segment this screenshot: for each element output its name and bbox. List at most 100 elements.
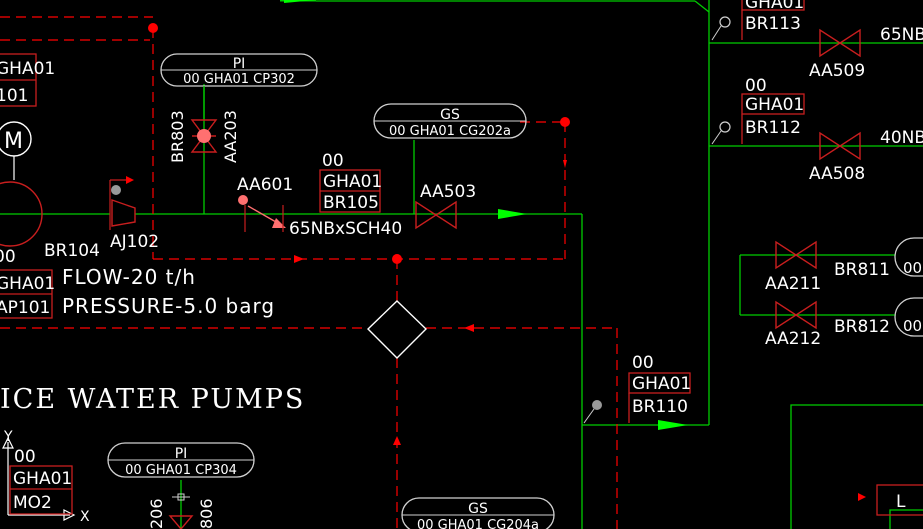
bubble-title: GS — [440, 107, 460, 123]
aa601-label: AA601 — [237, 175, 293, 195]
tag-text: GHA01 — [745, 0, 804, 13]
gate-valve-icon — [415, 200, 438, 230]
aa212-valve[interactable]: AA212 — [765, 300, 821, 349]
instrument-dot — [111, 185, 121, 195]
axis-label: Y — [3, 429, 13, 445]
tag-text: GHA01 — [745, 95, 804, 115]
svg-text:M: M — [4, 129, 23, 154]
motor-icon[interactable]: M 00 — [0, 121, 43, 267]
aa508-valve[interactable]: AA508 — [809, 131, 865, 184]
aa203-label: AA203 — [221, 110, 240, 163]
bubble-tag: 00 — [903, 317, 922, 335]
flow-arrow-top — [284, 0, 316, 3]
br811-label: BR811 — [834, 260, 890, 280]
gate-valve-icon — [819, 28, 842, 58]
tag-box-br110[interactable]: 00 GHA01 BR110 — [583, 353, 691, 424]
signal-lines — [0, 16, 618, 529]
gate-valve-icon — [819, 131, 842, 161]
tag-text: AP101 — [0, 298, 50, 318]
tag-text: 806 — [197, 498, 216, 529]
section-heading: ICE WATER PUMPS — [0, 384, 305, 415]
br104-label: BR104 — [44, 241, 100, 261]
right-bubble-a[interactable]: 00 — [894, 237, 923, 277]
tag-text: GHA01 — [0, 274, 55, 294]
aa503-valve[interactable]: AA503 — [415, 182, 476, 230]
aj102-label: AJ102 — [110, 232, 159, 252]
bubble-tag: 00 GHA01 CG204a — [417, 518, 539, 529]
tag-text: 206 — [147, 498, 166, 529]
aa601-valve[interactable]: AA601 — [237, 175, 293, 232]
tag-text: BR110 — [632, 397, 688, 417]
gs-bubble-cg202a[interactable]: GS 00 GHA01 CG202a — [373, 103, 527, 139]
bubble-title: PI — [233, 56, 246, 72]
junction-dot — [148, 23, 158, 33]
regulator-valve-icon — [111, 199, 136, 227]
axis-label: X — [80, 509, 90, 525]
diamond-instrument-icon[interactable] — [367, 300, 427, 359]
bubble-tag: 00 GHA01 CG202a — [389, 124, 511, 139]
tag-box-br112[interactable]: 00 GHA01 BR112 — [711, 76, 805, 145]
valve-indicator — [197, 129, 211, 143]
pipe-spec-label: 65NBxSCH40 — [289, 219, 402, 239]
tag-box-mo2[interactable]: 00 GHA01 MO2 — [9, 447, 73, 515]
instrument-dot — [592, 400, 602, 410]
bubble-tag: 00 GHA01 CP302 — [183, 72, 295, 87]
tag-text: 00 — [632, 353, 654, 373]
tag-text: L — [896, 492, 906, 512]
tag-text: GHA01 — [323, 172, 382, 192]
aa509-valve[interactable]: AA509 — [809, 28, 865, 81]
aa509-label: AA509 — [809, 61, 865, 81]
tag-text: MO2 — [13, 493, 52, 513]
tag-text: BR112 — [745, 118, 801, 138]
gs-bubble-cg204a[interactable]: GS 00 GHA01 CG204a — [401, 497, 555, 529]
bubble-title: GS — [468, 501, 488, 517]
tag-text: GHA01 — [0, 59, 55, 79]
bubble-tag: 00 GHA01 CP304 — [125, 463, 237, 478]
junction-dot — [392, 254, 402, 264]
aa212-label: AA212 — [765, 329, 821, 349]
aa211-valve[interactable]: AA211 — [765, 240, 821, 294]
br812-label: BR812 — [834, 317, 890, 337]
bottom-valve[interactable]: 206 806 — [147, 493, 216, 529]
tag-box-br113[interactable]: GHA01 BR113 — [711, 0, 805, 41]
tag-text: 00 — [14, 447, 36, 467]
bubble-tag: 00 — [903, 259, 922, 277]
motor-00-label: 00 — [0, 247, 16, 267]
flow-arrows — [284, 0, 688, 430]
tag-text: 00 — [322, 151, 344, 171]
tag-text: 101 — [0, 86, 28, 106]
tag-text: 00 — [745, 76, 767, 96]
bubble-title: PI — [175, 446, 188, 462]
tag-text: BR113 — [745, 14, 801, 34]
flow-arrow-br110 — [658, 420, 688, 430]
flow-arrow-main — [498, 209, 527, 219]
gate-valve-icon — [775, 300, 798, 330]
line-size-label: 40NB — [880, 128, 923, 148]
tag-text: BR105 — [323, 193, 379, 213]
tag-box-br105[interactable]: 00 GHA01 BR105 — [319, 151, 382, 213]
tag-box-ap101[interactable]: GHA01 AP101 — [0, 269, 55, 319]
pressure-note: PRESSURE-5.0 barg — [62, 294, 275, 318]
aa211-label: AA211 — [765, 274, 821, 294]
tag-box-top-left[interactable]: GHA01 101 — [0, 53, 55, 107]
right-bubble-b[interactable]: 00 — [894, 297, 923, 337]
junction-dot — [560, 117, 570, 127]
pump-icon — [0, 181, 43, 247]
aa508-label: AA508 — [809, 164, 865, 184]
pi-bubble-cp302[interactable]: PI 00 GHA01 CP302 — [160, 53, 318, 87]
aj102-regulator[interactable]: AJ102 — [109, 176, 159, 252]
signal-arrows — [148, 23, 570, 445]
aa503-label: AA503 — [420, 182, 476, 202]
br803-valve[interactable]: BR803 AA203 — [168, 86, 240, 163]
tag-text: GHA01 — [632, 374, 691, 394]
pi-bubble-cp304[interactable]: PI 00 GHA01 CP304 — [107, 442, 255, 478]
ucs-axis: Y X — [2, 429, 90, 525]
gate-valve-icon — [775, 240, 798, 270]
br803-label: BR803 — [168, 110, 187, 163]
line-size-label: 65NB — [880, 25, 923, 45]
tag-box-bottom-right[interactable]: L — [858, 484, 923, 516]
flow-note: FLOW-20 t/h — [62, 265, 196, 289]
tag-text: GHA01 — [13, 469, 72, 489]
